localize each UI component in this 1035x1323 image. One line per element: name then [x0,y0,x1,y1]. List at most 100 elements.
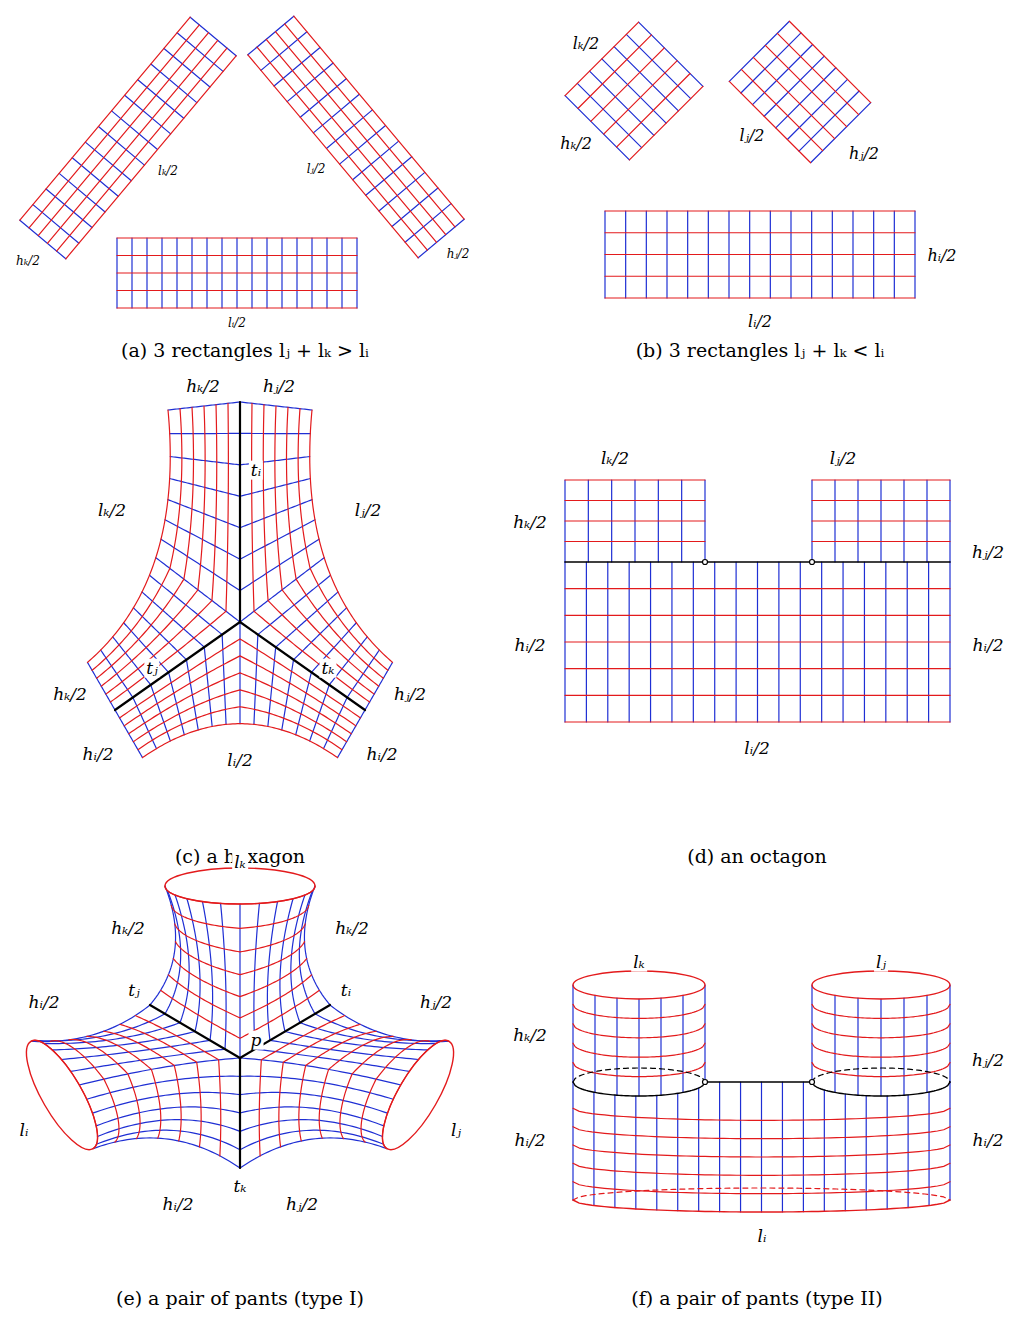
grid-line [175,942,304,975]
dimension-label: hᵢ/2 [925,247,958,265]
grid-line [908,1095,909,1208]
dimension-label: tₖ [319,659,336,678]
dimension-label: hⱼ/2 [970,1051,1006,1070]
grid-line [117,272,357,273]
grid-line [812,1004,950,1018]
grid-line [753,45,813,105]
grid-line [812,500,950,501]
grid-line [682,995,683,1092]
grid-line [124,656,356,726]
dimension-label: tᵢ [249,461,263,480]
grid-line [605,297,915,298]
seam-line [240,622,365,710]
dimension-label: hⱼ/2 [418,993,454,1012]
dimension-label: tⱼ [144,659,159,678]
grid-line [129,673,352,734]
dimension-label: hⱼ/2 [847,145,881,163]
grid-line [605,232,915,233]
grid-line [639,22,703,86]
grid-line [240,1058,401,1085]
dimension-label: hₖ/2 [109,919,147,938]
grid-line [240,1130,384,1149]
grid-line [38,33,208,236]
grid-line [812,479,950,480]
grid-line [573,1063,705,1077]
grid-line [857,998,858,1095]
dimension-label: lⱼ/2 [353,501,383,520]
grid-line [87,1036,161,1138]
grid-line [572,985,573,1082]
grid-line [880,999,881,1096]
dimension-label: hᵢ/2 [365,745,400,764]
grid-line [117,290,357,291]
grid-line [573,1145,950,1157]
grid-line [614,1095,615,1208]
grid-line [254,903,260,1049]
grid-line [741,33,801,93]
dimension-label: lₖ/2 [599,449,631,468]
grid-line [171,905,308,928]
grid-line [629,86,703,160]
dimension-label: hᵢ/2 [971,636,1006,655]
grid-line [20,17,190,220]
grid-line [729,21,789,81]
grid-line [812,1024,950,1038]
grid-line [275,406,379,686]
grid-line [117,255,357,256]
grid-line [239,904,240,1058]
cuff-ellipse [812,971,950,999]
grid-line [93,1092,241,1113]
dimension-label: lᵢ [18,1121,31,1140]
grid-line [257,47,427,250]
grid-line [729,81,810,162]
grid-line [88,410,171,662]
dimension-label: lⱼ/2 [305,163,328,176]
dimension-label: hₖ/2 [333,919,371,938]
grid-line [565,500,705,501]
grid-line [285,24,455,227]
dimension-label: hᵢ/2 [81,745,116,764]
grid-line [573,1163,950,1175]
grid-line [310,410,393,662]
grid-line [573,1127,950,1139]
seam-line [239,402,241,622]
grid-line [635,1096,636,1209]
grid-line [656,1095,657,1210]
grid-line [834,995,835,1092]
grid-line [565,695,950,696]
grid-line [602,59,666,123]
grid-line [764,56,824,116]
dimension-label: lᵢ/2 [742,739,771,758]
grid-line [928,1092,929,1205]
grid-line [593,1092,594,1205]
seam-line [705,1081,812,1083]
grid-line [845,1094,846,1211]
grid-line [117,307,357,308]
grid-line [594,995,595,1092]
grid-line [626,34,690,98]
dimension-label: lⱼ [449,1121,463,1140]
grid-line [47,40,217,243]
dimension-label: hₖ/2 [14,255,42,268]
grid-line [614,47,678,111]
grid-line [677,1093,678,1210]
cuff-ellipse [370,1031,467,1158]
dimension-label: hⱼ/2 [284,1195,320,1214]
grid-line [787,79,847,139]
dimension-label: lᵢ/2 [225,751,254,770]
grid-line [573,1004,705,1018]
grid-line [287,407,384,678]
figure-caption: (d) an octagon [687,846,827,867]
grid-line [240,1092,388,1113]
grid-line [782,1082,783,1212]
grid-line [71,1049,225,1071]
grid-line [565,479,705,480]
grid-line [799,91,859,151]
grid-line [565,615,950,616]
grid-line [565,668,950,669]
dimension-label: hᵢ/2 [971,1131,1006,1150]
grid-line [812,1043,950,1057]
seam-line [115,622,240,710]
grid-line [761,1082,762,1212]
grid-line [340,1039,411,1138]
